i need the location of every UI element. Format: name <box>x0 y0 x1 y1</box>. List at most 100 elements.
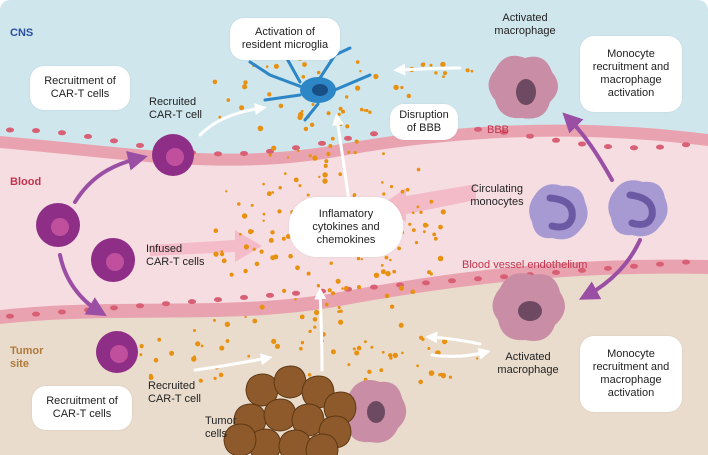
cytokine-dot <box>318 175 321 179</box>
cytokine-dot <box>139 344 144 349</box>
cytokine-dot <box>218 372 224 378</box>
endothelial-cell <box>214 151 222 157</box>
monocytes <box>529 180 668 240</box>
cytokine-dot <box>278 186 282 190</box>
tumor-cell <box>263 398 297 432</box>
cytokine-dot <box>268 153 272 157</box>
cytokine-dot <box>286 156 290 159</box>
cytokine-dot <box>326 151 331 157</box>
cytokine-dot <box>298 184 302 188</box>
cytokine-dot <box>213 318 216 322</box>
cytokine-dot <box>259 304 265 310</box>
cytokine-dot <box>470 69 474 73</box>
endothelial-cell <box>188 299 196 305</box>
cytokine-dot <box>322 178 328 184</box>
cytokine-dot <box>384 255 389 260</box>
cytokine-dot <box>397 246 401 251</box>
endothelial-cell <box>656 261 664 267</box>
cytokine-dot <box>265 65 269 68</box>
cytokine-dot <box>440 372 447 379</box>
cytokine-dot <box>419 210 423 214</box>
cytokine-dot <box>218 115 222 119</box>
tumor-cell-cluster <box>223 365 357 455</box>
endothelial-cell <box>526 133 534 139</box>
bbb-disruption-box: Disruption of BBB <box>390 104 458 140</box>
cytokine-dot <box>237 202 241 206</box>
cytokine-dot <box>244 315 247 319</box>
endothelial-cell <box>604 265 612 271</box>
cytokine-dot <box>354 350 360 356</box>
cytokine-dot <box>428 370 435 376</box>
cytokine-dot <box>243 80 248 85</box>
monocyte-recruitment-tumor-box: Monocyte recruitment and macrophage acti… <box>580 336 682 412</box>
cytokine-dot <box>299 346 303 351</box>
endothelial-cell <box>552 137 560 143</box>
endothelial-cell <box>136 143 144 148</box>
cytokine-dot <box>295 265 300 271</box>
cytokine-dot <box>408 222 412 226</box>
cytokine-dot <box>293 177 299 183</box>
circulating-monocytes-label: Circulating monocytes <box>470 183 524 208</box>
cytokine-dot <box>382 152 385 156</box>
cytokine-dot <box>356 345 362 351</box>
cytokine-dot <box>364 340 367 344</box>
tumor-cells-label: Tumor cells <box>205 415 237 440</box>
cytokine-dot <box>157 337 162 342</box>
macrophages <box>343 55 565 443</box>
cytokine-dot <box>243 268 248 274</box>
cytokine-dot <box>400 189 405 194</box>
cytokine-dot <box>405 187 410 192</box>
cytokine-dot <box>198 378 203 383</box>
cytokine-dot <box>416 364 419 368</box>
cytokine-dot <box>385 270 391 277</box>
cytokine-dot <box>355 60 360 64</box>
cytokine-dot <box>271 338 277 344</box>
endothelial-cell <box>474 126 482 132</box>
endothelial-cell <box>32 128 40 134</box>
cytokine-dot <box>250 203 254 207</box>
cytokine-dot <box>330 349 336 355</box>
cytokine-dot <box>365 108 369 113</box>
cytokine-dot <box>248 229 253 234</box>
cytokine-dot <box>389 258 392 262</box>
endothelial-cell <box>266 292 274 298</box>
cytokine-dot <box>437 255 444 262</box>
cytokine-dot <box>267 92 272 97</box>
tumor-cell <box>223 423 257 455</box>
cytokine-dot <box>239 105 245 111</box>
endothelial-cell <box>110 305 118 311</box>
cytokine-dot <box>169 350 175 356</box>
cytokine-dot <box>338 106 343 111</box>
endothelial-cell <box>344 135 352 141</box>
cytokine-dot <box>322 172 328 178</box>
cytokine-dot <box>241 213 248 219</box>
cytokine-dot <box>380 269 386 275</box>
monocyte-recruitment-cns-box: Monocyte recruitment and macrophage acti… <box>580 36 682 112</box>
cytokine-dot <box>434 71 438 75</box>
cytokine-dot <box>438 224 443 230</box>
cytokine-dot <box>301 75 306 79</box>
endothelial-cell <box>6 313 14 319</box>
cytokine-dot <box>220 252 225 257</box>
cytokine-dot <box>442 75 445 78</box>
endothelial-cell <box>682 259 690 265</box>
cytokine-dot <box>356 256 361 261</box>
endothelial-cells <box>6 125 690 319</box>
cytokine-dot <box>339 122 343 127</box>
cytokine-dot <box>271 191 275 194</box>
cytokine-dot <box>278 103 284 109</box>
cytokine-dot <box>338 319 344 325</box>
endothelial-cell <box>370 284 378 290</box>
cytokine-dot <box>427 347 431 350</box>
cytokine-dot <box>242 84 248 90</box>
cytokine-dot <box>392 269 397 274</box>
cytokine-dot <box>306 271 311 276</box>
activated-macrophage-cns-label: Activated macrophage <box>494 12 556 37</box>
endothelial-cell <box>292 290 300 296</box>
cytokine-dot <box>393 84 399 91</box>
endothelial-cell <box>656 144 664 150</box>
cytokine-dot <box>254 261 260 267</box>
cytokine-dot <box>379 368 384 373</box>
cytokine-dot <box>193 329 196 332</box>
endothelial-cell <box>58 309 66 315</box>
